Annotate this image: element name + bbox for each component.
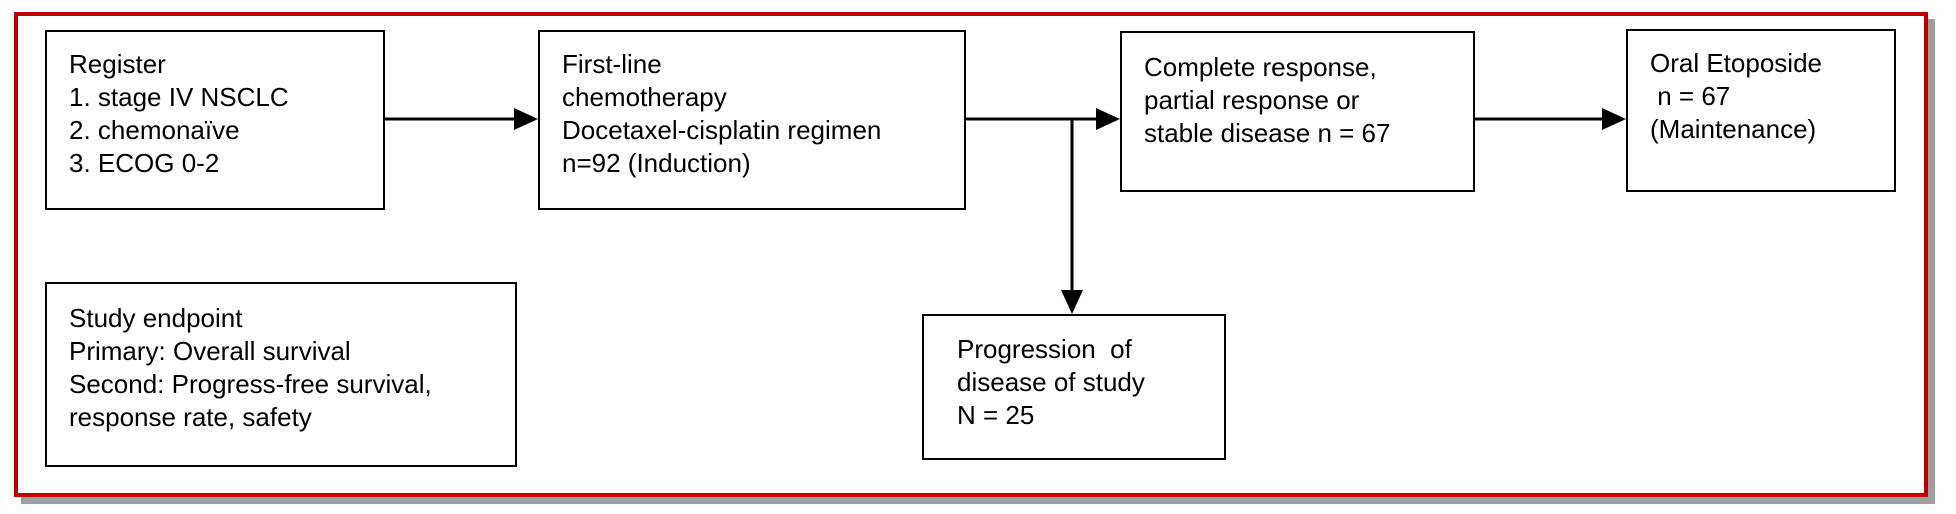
induction-line-1: First-line (562, 49, 662, 79)
register-criterion-3: 3. ECOG 0-2 (69, 148, 220, 178)
endpoint-secondary-cont: response rate, safety (69, 402, 312, 432)
register-criterion-2: 2. chemonaïve (69, 115, 240, 145)
induction-regimen: Docetaxel-cisplatin regimen (562, 115, 882, 145)
maintenance-box: Oral Etoposide n = 67 (Maintenance) (1626, 29, 1896, 192)
register-criterion-1: 1. stage IV NSCLC (69, 82, 289, 112)
register-title: Register (69, 49, 166, 79)
progression-line-2: disease of study (957, 367, 1145, 397)
progression-line-1: Progression of (957, 334, 1132, 364)
maintenance-phase: (Maintenance) (1650, 114, 1817, 144)
induction-count: n=92 (Induction) (562, 148, 751, 178)
progression-count: N = 25 (957, 400, 1035, 430)
response-line-1: Complete response, (1144, 52, 1377, 82)
response-box: Complete response, partial response or s… (1120, 31, 1475, 192)
maintenance-drug: Oral Etoposide (1650, 48, 1822, 78)
arrowhead-maintenance (1602, 108, 1626, 130)
induction-line-2: chemotherapy (562, 82, 727, 112)
maintenance-count: n = 67 (1650, 81, 1731, 111)
induction-box: First-line chemotherapy Docetaxel-cispla… (538, 30, 966, 210)
endpoint-secondary: Second: Progress-free survival, (69, 369, 432, 399)
response-line-3: stable disease n = 67 (1144, 118, 1391, 148)
register-box: Register 1. stage IV NSCLC 2. chemonaïve… (45, 30, 385, 210)
arrowhead-progression (1061, 290, 1083, 314)
arrowhead-induction (514, 108, 538, 130)
progression-box: Progression of disease of study N = 25 (922, 314, 1226, 460)
response-line-2: partial response or (1144, 85, 1360, 115)
endpoint-box: Study endpoint Primary: Overall survival… (45, 282, 517, 467)
endpoint-primary: Primary: Overall survival (69, 336, 351, 366)
endpoint-title: Study endpoint (69, 303, 243, 333)
arrowhead-response (1096, 108, 1120, 130)
